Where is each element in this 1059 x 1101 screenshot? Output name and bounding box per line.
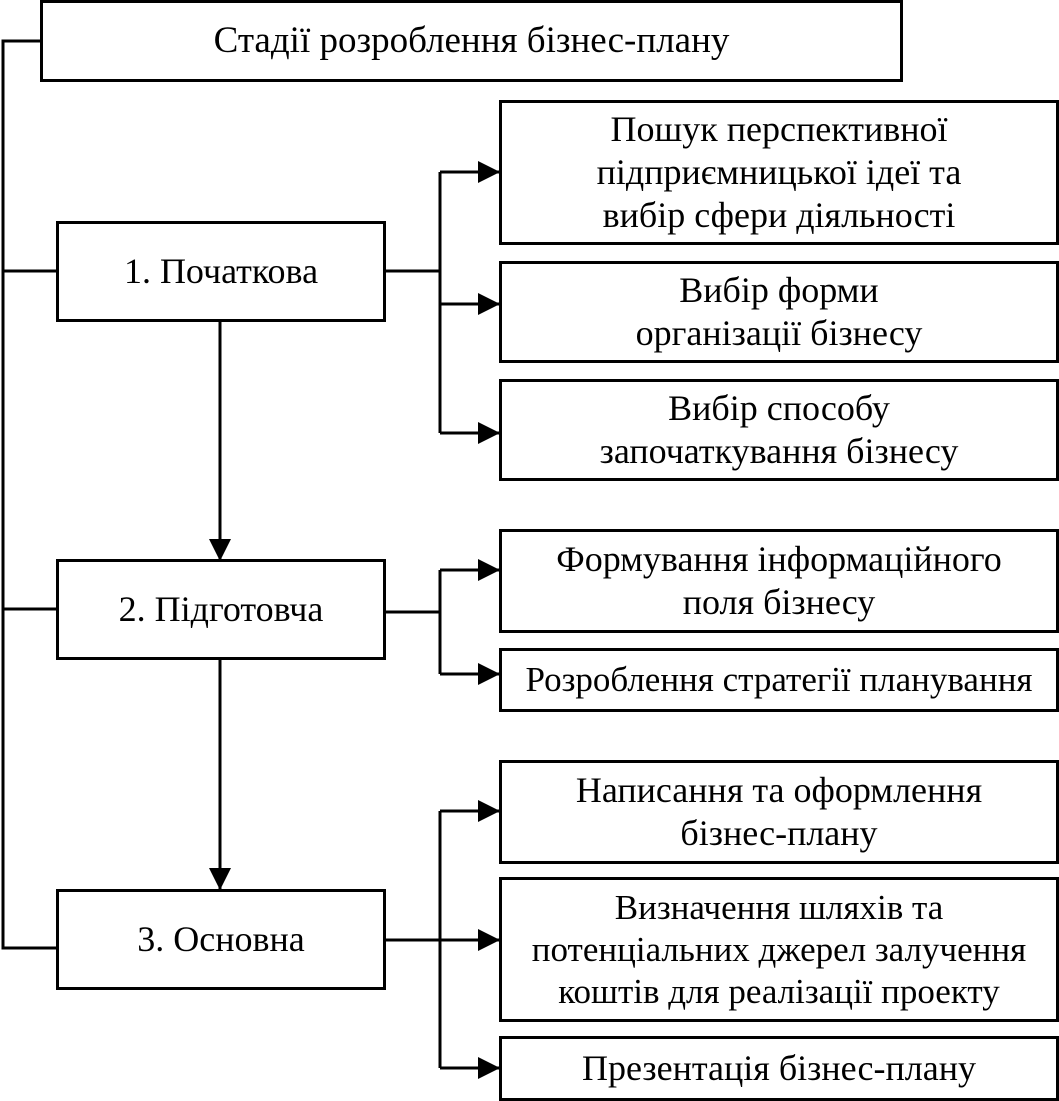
stage-3-item-3: Презентація бізнес-плану <box>499 1036 1059 1101</box>
stage-1-box: 1. Початкова <box>56 221 386 322</box>
stage-3-item-1: Написання та оформлення бізнес-плану <box>499 760 1059 864</box>
stage-2-item-2: Розроблення стратегії планування <box>499 648 1059 712</box>
diagram-title: Стадії розроблення бізнес-плану <box>40 0 903 82</box>
stage-3-item-2: Визначення шляхів та потенціальних джере… <box>499 877 1059 1022</box>
stage-1-item-3: Вибір способу започаткування бізнесу <box>499 379 1059 481</box>
stage-2-box: 2. Підготовча <box>56 559 386 660</box>
stage-1-item-1: Пошук перспективної підприємницької ідеї… <box>499 100 1059 245</box>
spine-line <box>1 39 58 950</box>
stage-2-item-1: Формування інформаційного поля бізнесу <box>499 529 1059 633</box>
stage-1-item-2: Вибір форми організації бізнесу <box>499 261 1059 363</box>
stage-3-box: 3. Основна <box>56 889 386 990</box>
